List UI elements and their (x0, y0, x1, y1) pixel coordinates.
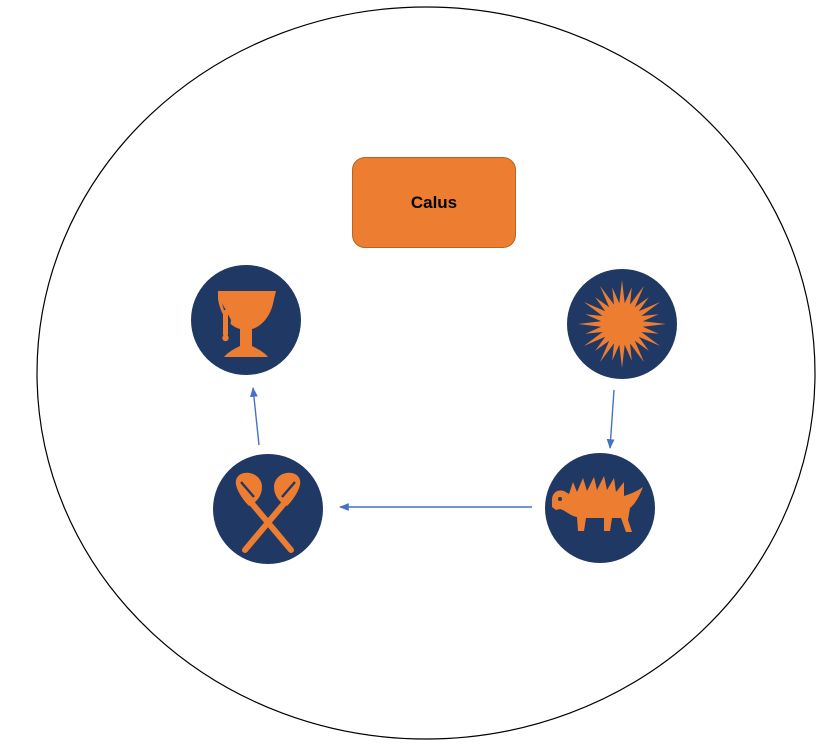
node-axes (213, 454, 323, 564)
beast-icon (552, 476, 643, 532)
crossed-axes-icon (235, 472, 301, 553)
node-chalice (191, 265, 301, 375)
node-beast (545, 453, 655, 563)
sun-icon (578, 280, 666, 368)
arrow-sun-to-beast (606, 389, 615, 449)
node-circle (213, 454, 323, 564)
chalice-icon (218, 291, 276, 357)
title-box: Calus (352, 157, 516, 248)
node-sun (567, 269, 677, 379)
outer-circle (36, 6, 816, 740)
title-label: Calus (410, 192, 458, 212)
arrow-axes-to-chalice (250, 387, 260, 446)
